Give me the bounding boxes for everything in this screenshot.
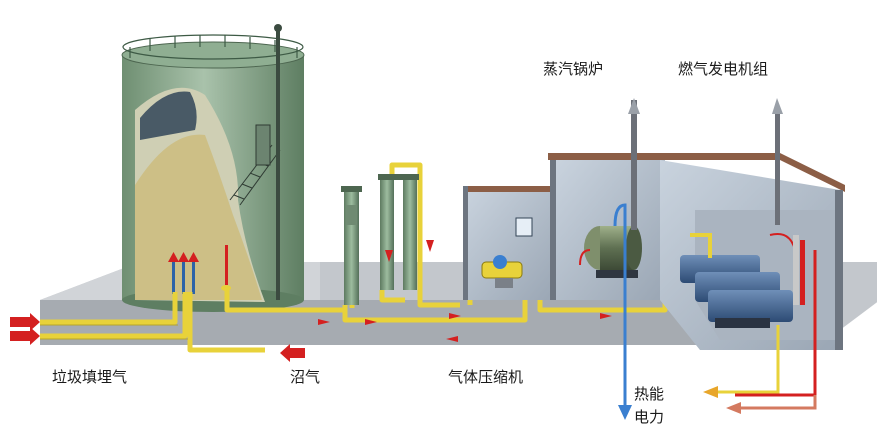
label-heat-energy: 热能 xyxy=(634,385,665,403)
label-steam-boiler: 蒸汽锅炉 xyxy=(543,60,604,78)
gas-engine-generator-units xyxy=(680,255,793,328)
tank-vent-pipe xyxy=(276,28,280,300)
boiler-room xyxy=(548,98,670,410)
heat-output-arrow xyxy=(618,405,632,420)
biogas-inflow-arrow xyxy=(280,344,305,362)
gas-pipeline-shadow xyxy=(40,324,188,340)
pipe-flow-arrows xyxy=(318,313,612,342)
label-gas-compressor: 气体压缩机 xyxy=(448,368,524,386)
label-landfill-gas: 垃圾填埋气 xyxy=(52,368,128,386)
electricity-output-arrow-red xyxy=(726,402,741,414)
generator-room xyxy=(655,98,845,397)
gas-extraction-wells xyxy=(168,245,231,294)
tank-staircase xyxy=(229,124,281,206)
landfill-tank xyxy=(121,24,305,312)
gas-pipeline xyxy=(40,162,668,353)
compressor-room xyxy=(463,186,557,300)
electricity-output-arrow-yellow xyxy=(703,386,718,398)
generator-exhaust-pipe xyxy=(775,110,780,225)
label-gas-generator-set: 燃气发电机组 xyxy=(678,60,769,78)
landfill-gas-inflow-arrows xyxy=(10,313,40,345)
tank-top-railing xyxy=(122,34,304,60)
label-biogas: 沼气 xyxy=(290,368,321,386)
waste-fill xyxy=(135,134,262,300)
label-electric-power: 电力 xyxy=(634,408,665,426)
boiler-chimney xyxy=(631,100,637,230)
gas-scrubber-columns xyxy=(341,174,434,305)
